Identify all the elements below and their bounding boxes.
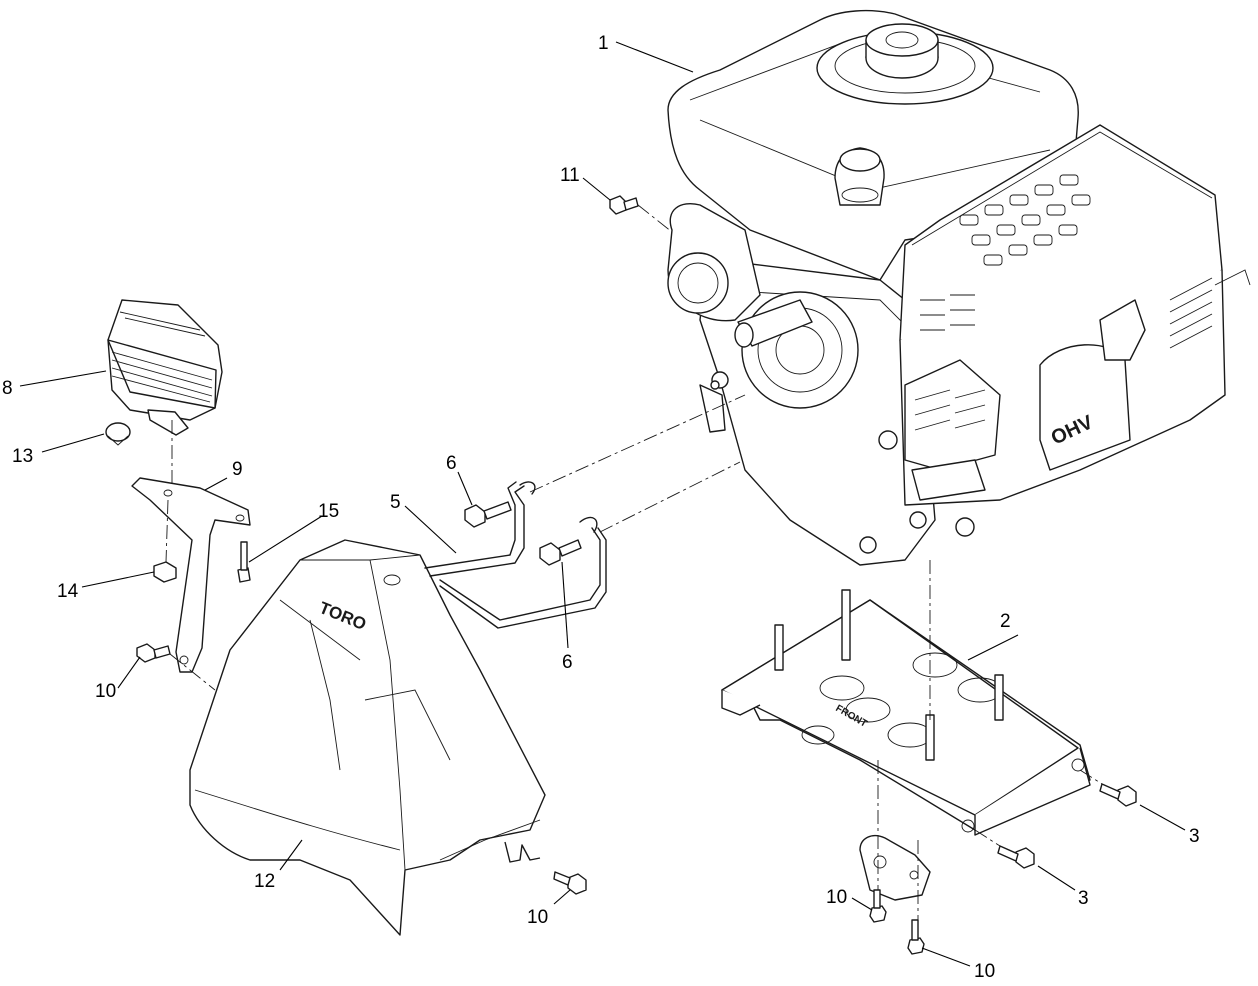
light-bracket [131,477,251,673]
callout-numbers: 1 2 3 3 5 6 6 8 9 10 10 10 10 11 12 13 1… [2,33,1200,982]
lower-bracket [859,834,931,901]
callout-10c: 10 [826,887,847,908]
callout-6a: 6 [446,453,457,474]
callout-3a: 3 [1189,826,1200,847]
bolt-6b [539,539,582,566]
callout-14: 14 [57,581,79,602]
bolt-6a [464,501,512,528]
screw-15 [237,541,251,583]
callout-15: 15 [318,501,339,522]
callout-10a: 10 [95,681,116,702]
plug [105,422,131,446]
engine-mount-plate: FRONT [721,589,1091,836]
bolt-3b [997,845,1035,869]
engine-assembly [667,9,1251,566]
callout-5: 5 [390,492,401,513]
chute-rod [424,481,607,629]
callout-8: 8 [2,378,13,399]
bolt-10a [136,643,171,663]
shroud: TORO [189,539,546,936]
callout-9: 9 [232,459,243,480]
callout-11: 11 [560,165,580,186]
assembly-centerlines [165,204,1103,920]
callout-2: 2 [1000,611,1011,632]
headlight [107,299,223,436]
callout-10d: 10 [974,961,995,982]
callout-10b: 10 [527,907,548,928]
callout-3b: 3 [1078,888,1089,909]
bolt-3a [1099,783,1137,807]
nut [153,561,177,583]
bolt-11 [609,195,639,215]
callout-1: 1 [598,33,609,54]
callout-12: 12 [254,871,275,892]
callout-6b: 6 [562,652,573,673]
bolt-10d [907,919,925,955]
bolt-10b [553,871,587,895]
callout-13: 13 [12,446,33,467]
leader-lines [19,41,1186,967]
